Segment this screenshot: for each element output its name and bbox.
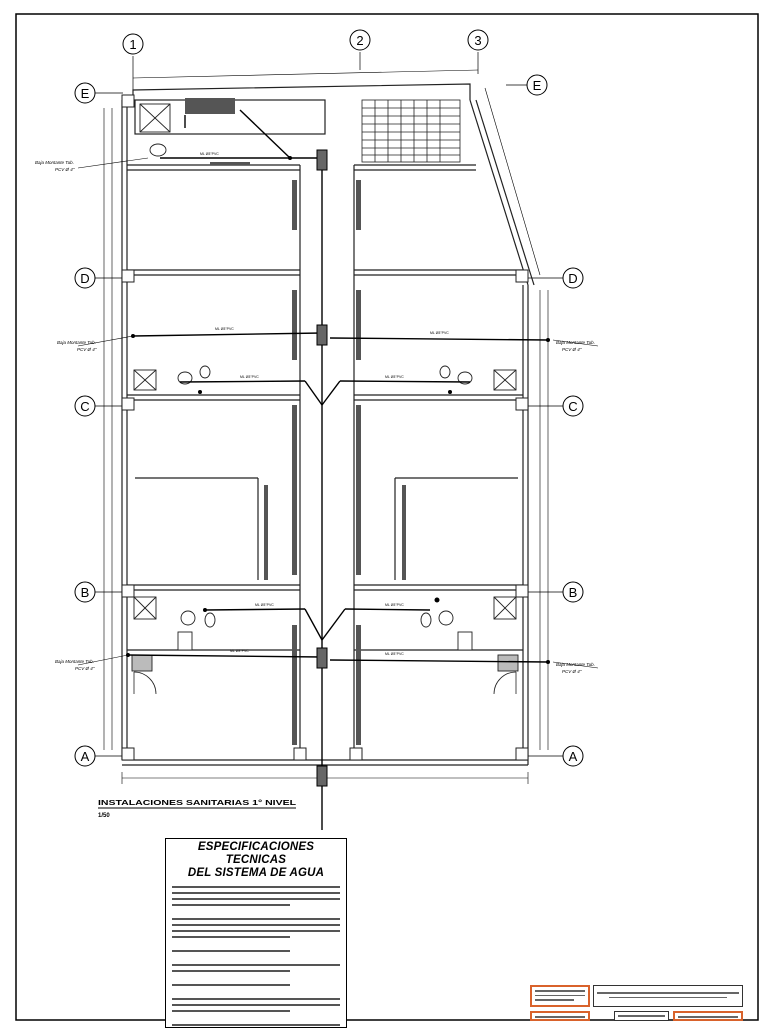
pipe-label: ML Ø3"PVC: [430, 331, 449, 335]
baja-montante-size: PCV Ø 4": [77, 347, 97, 352]
structural-columns: [121, 94, 529, 761]
specifications-title-line2: DEL SISTEMA DE AGUA: [187, 867, 325, 879]
grid-row-D-right: D: [527, 267, 584, 289]
baja-montante-size: PCV Ø 4": [55, 167, 75, 172]
grid-row-label: D: [80, 271, 89, 286]
specifications-text-lines: [172, 886, 340, 1027]
specifications-title: ESPECIFICACIONES TECNICAS DEL SISTEMA DE…: [166, 841, 346, 880]
plan-title-block: INSTALACIONES SANITARIAS 1° NIVEL 1/50: [98, 798, 297, 819]
grid-row-label: B: [569, 585, 578, 600]
baja-montante-label: Baja Montante Tub.: [35, 160, 74, 165]
title-block-sheet-number: [673, 1011, 743, 1021]
pipe-label: ML Ø3"PVC: [215, 327, 234, 331]
grid-column-label: 1: [129, 37, 136, 52]
pipe-fittings: [126, 156, 550, 664]
pipe-labels: ML Ø3"PVC ML Ø3"PVC ML Ø3"PVC ML Ø3"PVC …: [200, 152, 449, 656]
annotation-baja-montante-mid-left: Baja Montante Tub. PCV Ø 4": [57, 340, 97, 352]
grid-row-B-left: B: [74, 581, 123, 603]
grid-column-3: 3: [467, 29, 489, 74]
plan-scale: 1/50: [98, 813, 110, 819]
title-block-sheet-info: [614, 1011, 669, 1021]
baja-montante-label: Baja Montante Tub.: [57, 340, 96, 345]
baja-montante-size: PCV Ø 4": [75, 666, 95, 671]
pipe-label: ML Ø3"PVC: [385, 375, 404, 379]
water-supply-pipes: [127, 109, 549, 830]
door-swings: [133, 671, 517, 695]
annotation-baja-montante-low-right: Baja Montante Tub. PCV Ø 4": [556, 662, 595, 674]
sheet-border: [15, 13, 759, 1021]
pipe-label: ML Ø3"PVC: [230, 649, 249, 653]
pipe-label: ML Ø3"PVC: [385, 603, 404, 607]
grid-row-E-left: E: [74, 82, 123, 104]
grid-row-A-right: A: [527, 745, 584, 767]
bathroom-fixtures: [131, 103, 519, 672]
title-block-reviewer: [530, 1011, 590, 1021]
grid-row-label: B: [81, 585, 90, 600]
grid-row-A-left: A: [74, 745, 123, 767]
grid-row-label: A: [81, 749, 90, 764]
grid-row-D-left: D: [74, 267, 123, 289]
grid-row-label: C: [80, 399, 89, 414]
baja-montante-label: Baja Montante Tub.: [556, 662, 595, 667]
specifications-title-line1: ESPECIFICACIONES TECNICAS: [197, 841, 315, 866]
grid-column-label: 3: [474, 33, 481, 48]
wall-jambs: [185, 98, 406, 745]
grid-row-E-right: E: [506, 74, 548, 96]
grid-row-label: D: [568, 271, 577, 286]
grid-row-label: A: [569, 749, 578, 764]
title-block-author: [530, 985, 590, 1007]
grid-row-C-right: C: [527, 395, 584, 417]
pipe-label: ML Ø3"PVC: [385, 652, 404, 656]
plan-title: INSTALACIONES SANITARIAS 1° NIVEL: [98, 798, 297, 807]
annotation-baja-montante-low-left: Baja Montante Tub. PCV Ø 4": [55, 659, 95, 671]
annotation-baja-montante-top-left: Baja Montante Tub. PCV Ø 4": [35, 160, 75, 172]
baja-montante-size: PCV Ø 4": [562, 669, 582, 674]
grid-row-C-left: C: [74, 395, 123, 417]
baja-montante-size: PCV Ø 4": [562, 347, 582, 352]
title-block-project: [593, 985, 743, 1007]
annotation-baja-montante-mid-right: Baja Montante Tub. PCV Ø 4": [556, 340, 595, 352]
grid-row-label: C: [568, 399, 577, 414]
grid-row-label: E: [533, 78, 542, 93]
riser-meters: [316, 149, 328, 787]
baja-montante-label: Baja Montante Tub.: [556, 340, 595, 345]
baja-montante-label: Baja Montante Tub.: [55, 659, 94, 664]
pipe-label: ML Ø3"PVC: [200, 152, 219, 156]
annotation-leaders: [77, 157, 599, 669]
grid-column-2: 2: [349, 29, 371, 70]
grid-row-label: E: [81, 86, 90, 101]
grid-column-label: 2: [356, 33, 363, 48]
technical-specifications-box: ESPECIFICACIONES TECNICAS DEL SISTEMA DE…: [165, 838, 347, 1028]
pipe-label: ML Ø3"PVC: [240, 375, 259, 379]
grid-row-B-right: B: [527, 581, 584, 603]
dimension-lines: [103, 69, 549, 784]
building-walls: [121, 83, 535, 766]
staircase: [361, 99, 461, 163]
pipe-label: ML Ø3"PVC: [255, 603, 274, 607]
